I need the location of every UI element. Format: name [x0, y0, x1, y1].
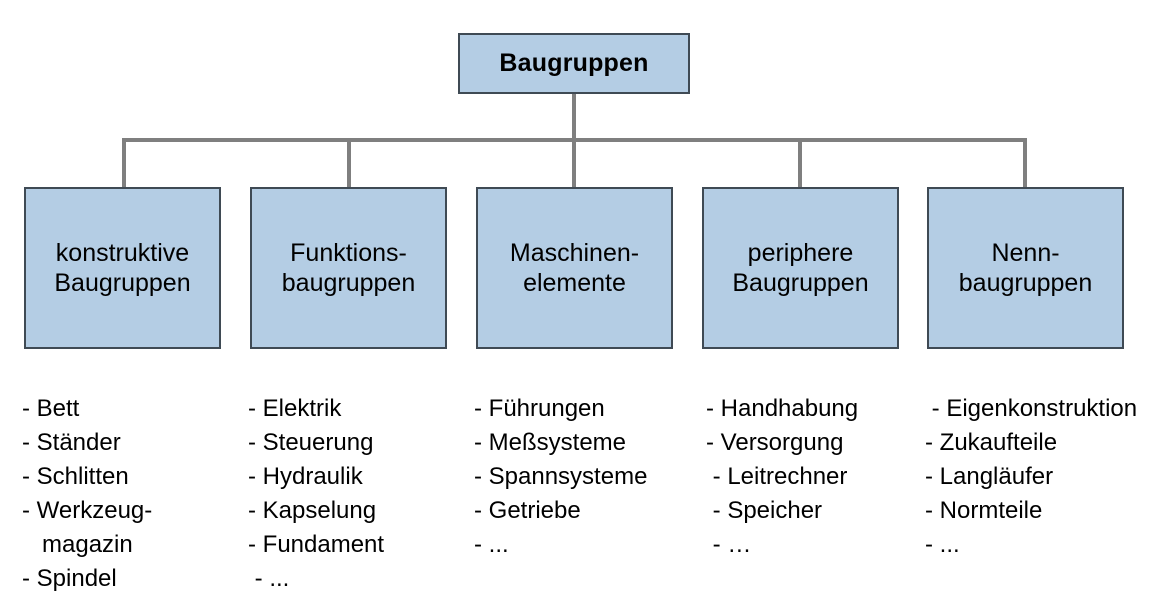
- node-maschinenelemente: Maschinen- elemente: [476, 187, 673, 349]
- node-root-label: Baugruppen: [499, 49, 649, 78]
- bullet-line: - Fundament: [248, 531, 385, 558]
- bullet-line: - Bett: [22, 395, 80, 422]
- bullet-line: - Steuerung: [248, 429, 374, 456]
- bullet-line: - ...: [248, 565, 290, 591]
- node-label: konstruktive Baugruppen: [54, 238, 191, 298]
- bullet-line: - ...: [925, 531, 960, 558]
- node-label: Funktions- baugruppen: [281, 238, 416, 298]
- bullet-list-periphere-baugruppen: - Handhabung - Versorgung - Leitrechner -…: [706, 392, 858, 562]
- bullet-list-konstruktive-baugruppen: - Bett - Ständer - Schlitten - Werkzeug- ma…: [22, 392, 152, 591]
- bullet-list-nennbaugruppen: - Eigenkonstruktion - Zukaufteile - Langlä…: [925, 392, 1137, 562]
- bullet-line: - Spindel: [22, 565, 117, 591]
- bullet-line: - Langläufer: [925, 463, 1054, 490]
- bullet-line: - Versorgung: [706, 429, 844, 456]
- node-baugruppen-root: Baugruppen: [458, 33, 690, 94]
- bullet-line: - Führungen: [474, 395, 605, 422]
- connector-drop-nenn: [1023, 138, 1027, 189]
- bullet-line: magazin: [22, 531, 133, 558]
- node-label: Maschinen- elemente: [509, 238, 640, 298]
- bullet-line: - Speicher: [706, 497, 823, 524]
- node-funktionsbaugruppen: Funktions- baugruppen: [250, 187, 447, 349]
- bullet-line: - Schlitten: [22, 463, 129, 490]
- bullet-line: - Kapselung: [248, 497, 377, 524]
- bullet-line: - Leitrechner: [706, 463, 848, 490]
- connector-drop-maschinenelemente: [572, 138, 576, 189]
- bullet-line: - Werkzeug-: [22, 497, 153, 524]
- bullet-line: - Getriebe: [474, 497, 581, 524]
- bullet-list-funktionsbaugruppen: - Elektrik - Steuerung - Hydraulik - Kapsel…: [248, 392, 384, 591]
- connector-drop-funktions: [347, 138, 351, 189]
- bullet-line: - Normteile: [925, 497, 1043, 524]
- bullet-line: - …: [706, 531, 752, 558]
- bullet-line: - Ständer: [22, 429, 121, 456]
- bullet-line: - Meßsysteme: [474, 429, 627, 456]
- node-nennbaugruppen: Nenn- baugruppen: [927, 187, 1124, 349]
- bullet-line: - Spannsysteme: [474, 463, 648, 490]
- bullet-line: - Handhabung: [706, 395, 859, 422]
- node-konstruktive-baugruppen: konstruktive Baugruppen: [24, 187, 221, 349]
- connector-drop-konstruktive: [122, 138, 126, 189]
- connector-root-stem: [572, 94, 576, 140]
- bullet-line: - Elektrik: [248, 395, 342, 422]
- bullet-line: - Eigenkonstruktion: [925, 395, 1138, 422]
- node-label: periphere Baugruppen: [732, 238, 869, 298]
- node-periphere-baugruppen: periphere Baugruppen: [702, 187, 899, 349]
- bullet-line: - Hydraulik: [248, 463, 363, 490]
- bullet-list-maschinenelemente: - Führungen - Meßsysteme - Spannsysteme - G…: [474, 392, 647, 562]
- bullet-line: - ...: [474, 531, 509, 558]
- bullet-line: - Zukaufteile: [925, 429, 1058, 456]
- connector-drop-periphere: [798, 138, 802, 189]
- node-label: Nenn- baugruppen: [958, 238, 1093, 298]
